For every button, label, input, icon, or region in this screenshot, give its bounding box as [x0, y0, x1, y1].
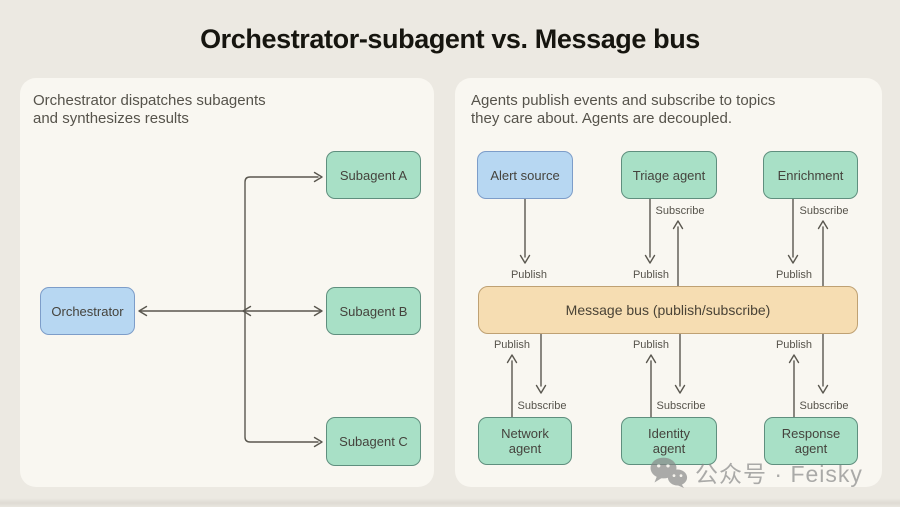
right-panel-description: Agents publish events and subscribe to t…	[471, 92, 775, 128]
left-desc-line-2: and synthesizes results	[33, 110, 189, 127]
node-network-agent-label: Network agent	[501, 426, 549, 456]
publish-label-enrichment: Publish	[775, 269, 813, 281]
watermark: 公众号 · Feisky	[650, 455, 863, 489]
publish-label-triage-agent: Publish	[632, 269, 670, 281]
subscribe-label-response-agent: Subscribe	[799, 400, 849, 412]
node-triage-agent: Triage agent	[621, 151, 717, 199]
right-desc-line-1: Agents publish events and subscribe to t…	[471, 92, 776, 109]
node-alert-source: Alert source	[477, 151, 573, 199]
subscribe-label-identity-agent: Subscribe	[656, 400, 706, 412]
node-subagent-c-label: Subagent C	[339, 434, 408, 449]
node-network-agent: Network agent	[478, 417, 572, 465]
left-panel-description: Orchestrator dispatches subagents and sy…	[33, 92, 266, 128]
publish-label-identity-agent: Publish	[632, 339, 670, 351]
message-bus-label: Message bus (publish/subscribe)	[565, 302, 771, 318]
watermark-text: 公众号 · Feisky	[695, 461, 863, 487]
node-orchestrator-label: Orchestrator	[51, 303, 124, 319]
node-response-agent: Response agent	[764, 417, 858, 465]
node-response-agent-label: Response agent	[781, 426, 841, 456]
right-desc-line-2: they care about. Agents are decoupled.	[471, 110, 733, 127]
publish-label-response-agent: Publish	[775, 339, 813, 351]
node-subagent-c: Subagent C	[326, 417, 421, 466]
node-subagent-a-label: Subagent A	[339, 167, 408, 183]
wechat-icon	[650, 457, 688, 488]
node-enrichment-label: Enrichment	[777, 167, 844, 183]
subscribe-label-triage-agent: Subscribe	[655, 205, 705, 217]
node-triage-agent-label: Triage agent	[632, 167, 706, 183]
subscribe-label-enrichment: Subscribe	[799, 205, 849, 217]
page-title: Orchestrator-subagent vs. Message bus	[200, 24, 700, 54]
node-subagent-a: Subagent A	[326, 151, 421, 199]
node-enrichment: Enrichment	[763, 151, 858, 199]
node-orchestrator: Orchestrator	[40, 287, 135, 335]
message-bus-bar: Message bus (publish/subscribe)	[478, 286, 858, 334]
node-subagent-b-label: Subagent B	[339, 303, 408, 319]
node-identity-agent-label: Identity agent	[648, 426, 690, 456]
bottom-shade	[0, 498, 900, 507]
subscribe-label-network-agent: Subscribe	[517, 400, 567, 412]
publish-label-network-agent: Publish	[493, 339, 531, 351]
left-desc-line-1: Orchestrator dispatches subagents	[33, 92, 266, 109]
node-subagent-b: Subagent B	[326, 287, 421, 335]
node-alert-source-label: Alert source	[490, 167, 560, 183]
publish-label-alert-source: Publish	[510, 269, 548, 281]
